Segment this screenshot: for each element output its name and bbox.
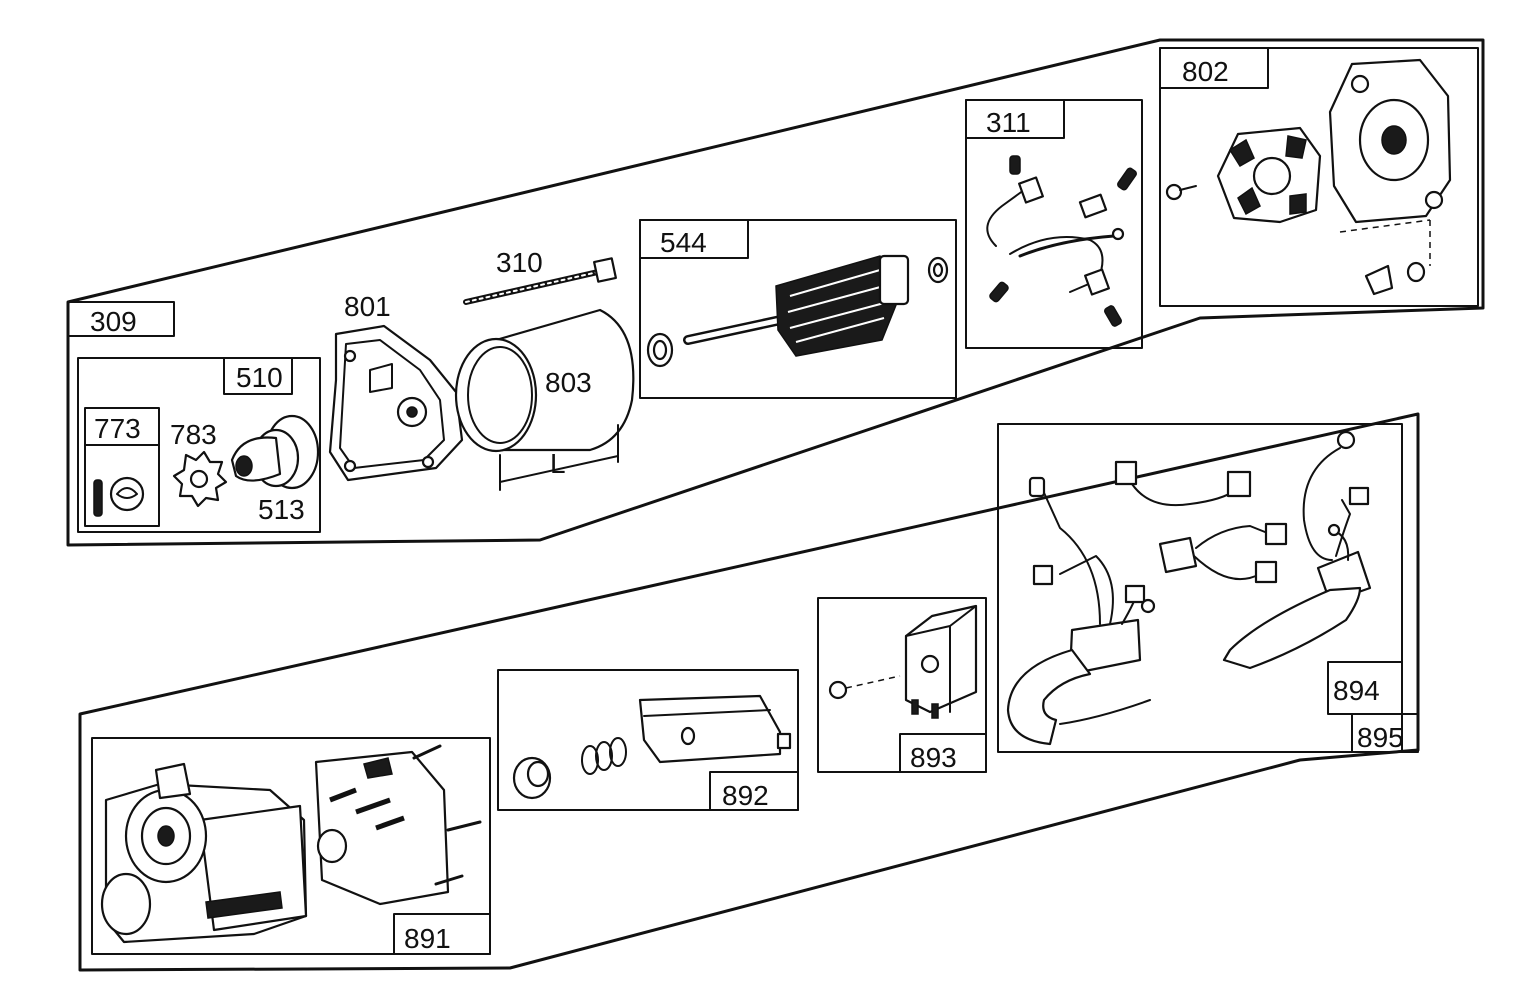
callout-801-text: 801 [344,291,391,322]
callout-895-text: 895 [1357,722,1404,753]
cap-773-part [109,476,145,512]
kit-510-box: 510 [77,357,321,533]
group-lower-outline [78,412,1420,972]
callout-310-text: 310 [496,247,543,278]
spring-part [581,737,627,775]
group-309-outline [66,38,1485,547]
end-cap-801-part: 801 [328,291,464,482]
callout-803-text: 803 [545,367,592,398]
drive-513-part: 513 [230,414,320,525]
screw-part [828,680,848,700]
callout-802-text: 802 [1182,56,1229,87]
kit-891-box: 891 [91,737,491,955]
kit-893-box: 893 [817,597,987,773]
callout-894-text: 894 [1333,675,1380,706]
callout-309: 309 [67,301,175,337]
callout-510-text: 510 [236,362,283,393]
armature-544-box: 544 [639,219,957,399]
callout-309-text: 309 [90,306,137,337]
end-cap-802-box: 802 [1159,47,1479,307]
pin-part [93,479,103,517]
kit-894-box: 894 [1327,661,1403,715]
callout-773-text: 773 [94,413,141,444]
harness-right-part [1222,430,1372,670]
rectifier-part [904,604,978,714]
housing-803-part: 803 L [454,308,635,491]
callout-893-text: 893 [910,742,957,773]
thru-bolt-310-part: 310 [463,247,617,305]
callout-783-text: 783 [170,419,217,450]
harness-middle-part [1114,460,1288,584]
callout-513-text: 513 [258,494,305,525]
kit-895-box: 895 [997,423,1419,753]
callout-544-text: 544 [660,227,707,258]
brushes-311-box: 311 [965,99,1143,349]
dimension-L-text: L [550,448,566,479]
callout-892-text: 892 [722,780,769,811]
harness-left-part [1006,476,1156,746]
kit-892-box: 892 [497,669,799,811]
gear-783-part: 783 [170,419,228,508]
switch-part [638,694,782,764]
callout-891-text: 891 [404,923,451,954]
kit-773-box: 773 [84,407,160,527]
callout-311-text: 311 [986,107,1031,138]
